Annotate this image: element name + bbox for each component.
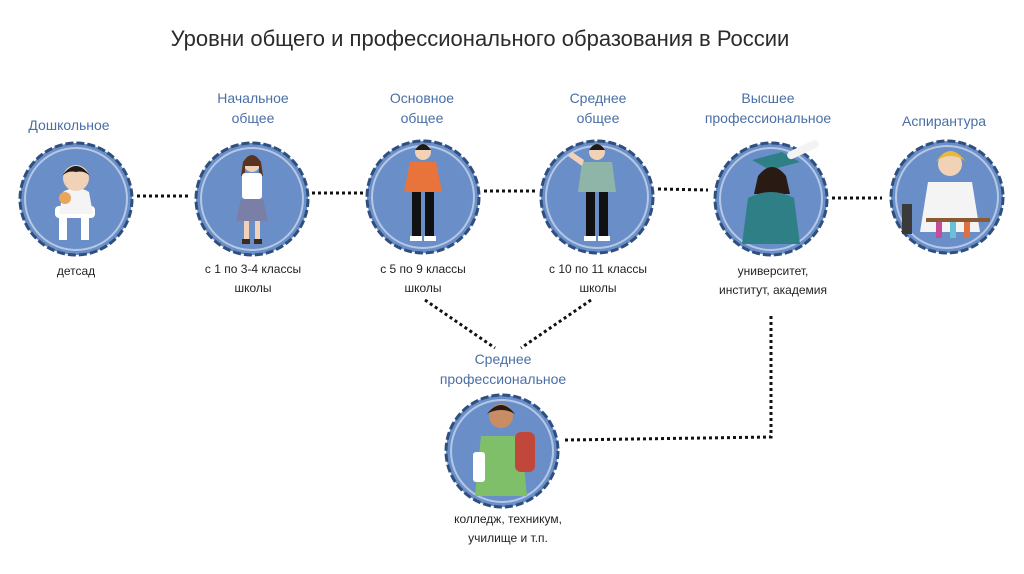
desc-preschool: детсад [20, 262, 132, 281]
stage-primary-line2: общее [231, 110, 275, 126]
stage-primary-line1: Начальное [217, 90, 289, 106]
desc-basic: с 5 по 9 классы школы [353, 260, 493, 298]
stage-label-preschool: Дошкольное [10, 115, 128, 135]
stage-preschool-title: Дошкольное [28, 117, 110, 133]
student-backpack-icon [444, 393, 560, 509]
desc-primary-line2: школы [234, 281, 272, 295]
desc-vocational-line1: колледж, техникум, [454, 512, 562, 526]
desc-higher-line1: университет, [737, 264, 809, 278]
desc-preschool-text: детсад [56, 264, 96, 278]
stage-label-higher: Высшее профессиональное [688, 88, 848, 128]
desc-vocational: колледж, техникум, училище и т.п. [433, 510, 583, 548]
scientist-icon [889, 139, 1005, 255]
node-vocational [443, 392, 561, 510]
schoolgirl-icon [194, 141, 310, 257]
connector-secondary-vocational [520, 298, 592, 350]
node-primary [193, 140, 311, 258]
node-basic [364, 138, 482, 256]
desc-basic-line2: школы [404, 281, 442, 295]
node-secondary [538, 138, 656, 256]
desc-higher: университет, институт, академия [698, 262, 848, 300]
student-boy-icon [365, 139, 481, 255]
desc-secondary-line1: с 10 по 11 классы [549, 262, 647, 276]
child-sitting-icon [18, 141, 134, 257]
stage-basic-line2: общее [400, 110, 444, 126]
desc-primary: с 1 по 3-4 классы школы [183, 260, 323, 298]
node-higher [712, 140, 830, 258]
desc-basic-line1: с 5 по 9 классы [380, 262, 466, 276]
desc-higher-line2: институт, академия [719, 283, 827, 297]
stage-label-secondary: Среднее общее [538, 88, 658, 128]
stage-label-primary: Начальное общее [193, 88, 313, 128]
stage-vocational-line2: профессиональное [439, 371, 567, 387]
node-preschool [17, 140, 135, 258]
connector-secondary-higher [657, 187, 709, 192]
teen-boy-icon [539, 139, 655, 255]
stage-label-vocational: Среднее профессиональное [423, 349, 583, 389]
stage-basic-line1: Основное [389, 90, 455, 106]
stage-label-basic: Основное общее [362, 88, 482, 128]
stage-secondary-line2: общее [576, 110, 620, 126]
connector-basic-vocational [424, 298, 496, 350]
node-postgrad [888, 138, 1006, 256]
desc-vocational-line2: училище и т.п. [468, 531, 548, 545]
connector-vocational-higher [564, 316, 773, 442]
desc-primary-line1: с 1 по 3-4 классы [204, 262, 302, 276]
graduate-icon [713, 140, 829, 257]
stage-label-postgrad: Аспирантура [880, 111, 1008, 131]
diagram-title: Уровни общего и профессионального образо… [170, 26, 790, 51]
stage-higher-line2: профессиональное [704, 110, 832, 126]
desc-secondary-line2: школы [579, 281, 617, 295]
stage-postgrad-title: Аспирантура [901, 113, 987, 129]
stage-higher-line1: Высшее [741, 90, 795, 106]
desc-secondary: с 10 по 11 классы школы [528, 260, 668, 298]
stage-secondary-line1: Среднее [569, 90, 627, 106]
stage-vocational-line1: Среднее [474, 351, 532, 367]
